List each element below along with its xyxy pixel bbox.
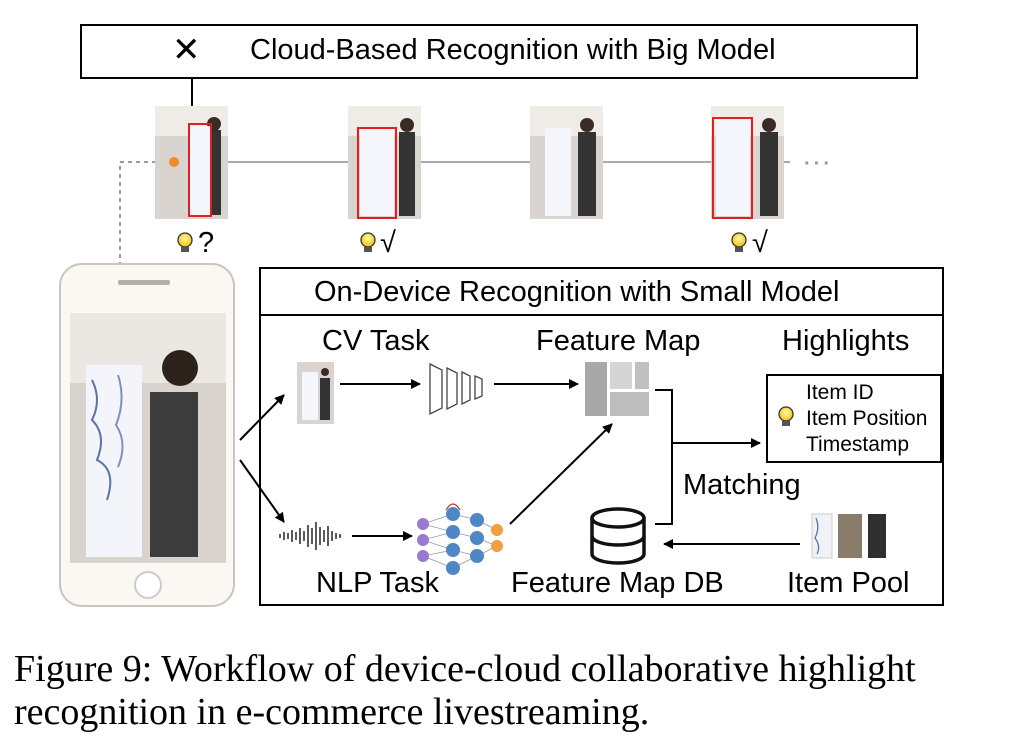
highlight-timestamp: Timestamp xyxy=(806,433,910,456)
feature-map-icon xyxy=(585,362,649,416)
video-frame-2 xyxy=(348,106,421,219)
lightbulb-icon xyxy=(778,406,794,426)
highlights-title: Highlights xyxy=(782,325,910,357)
close-icon: ✕ xyxy=(172,31,201,69)
neural-network-icon xyxy=(417,503,503,575)
cv-task-label: CV Task xyxy=(322,325,430,357)
lightbulb-icon xyxy=(177,232,193,252)
item-pool-images xyxy=(811,513,886,559)
video-frame-1 xyxy=(155,106,228,219)
cv-input-image xyxy=(297,362,334,424)
video-frame-3 xyxy=(530,106,603,219)
arrow-match-to-highlights xyxy=(655,389,761,448)
feature-map-label: Feature Map xyxy=(536,325,701,357)
audio-waveform-icon xyxy=(279,522,341,550)
smartphone xyxy=(59,263,235,607)
on-device-title: On-Device Recognition with Small Model xyxy=(314,276,840,308)
lightbulb-icon xyxy=(360,232,376,252)
frame-mark-1: ? xyxy=(198,227,215,259)
video-frame-4 xyxy=(711,106,784,219)
feature-map-db-label: Feature Map DB xyxy=(511,567,724,599)
matching-label: Matching xyxy=(683,469,801,501)
database-icon xyxy=(590,507,646,565)
nlp-task-label: NLP Task xyxy=(316,567,440,599)
cloud-recognition-box xyxy=(80,24,918,79)
frame-mark-4: √ xyxy=(752,227,768,259)
highlight-item-position: Item Position xyxy=(806,407,928,430)
phone-link-dotted xyxy=(119,161,156,285)
ellipsis: ··· xyxy=(802,146,831,178)
cloud-title: Cloud-Based Recognition with Big Model xyxy=(250,34,776,66)
highlight-item-id: Item ID xyxy=(806,381,874,404)
on-device-title-divider xyxy=(259,314,944,316)
caption-line-1: Figure 9: Workflow of device-cloud colla… xyxy=(14,648,916,690)
figure-caption: Figure 9: Workflow of device-cloud colla… xyxy=(14,648,1024,734)
cnn-layers-icon xyxy=(429,362,483,416)
caption-line-2: recognition in e-commerce livestreaming. xyxy=(14,691,650,733)
matching-bracket xyxy=(655,443,673,525)
arrow-phone-to-nlp xyxy=(239,459,285,523)
highlights-box xyxy=(766,374,942,463)
arrow-nn-to-featuremap xyxy=(509,423,613,525)
arrow-phone-to-cv xyxy=(239,394,285,441)
lightbulb-icon xyxy=(731,232,747,252)
frame-mark-2: √ xyxy=(380,227,396,259)
item-pool-label: Item Pool xyxy=(787,567,910,599)
